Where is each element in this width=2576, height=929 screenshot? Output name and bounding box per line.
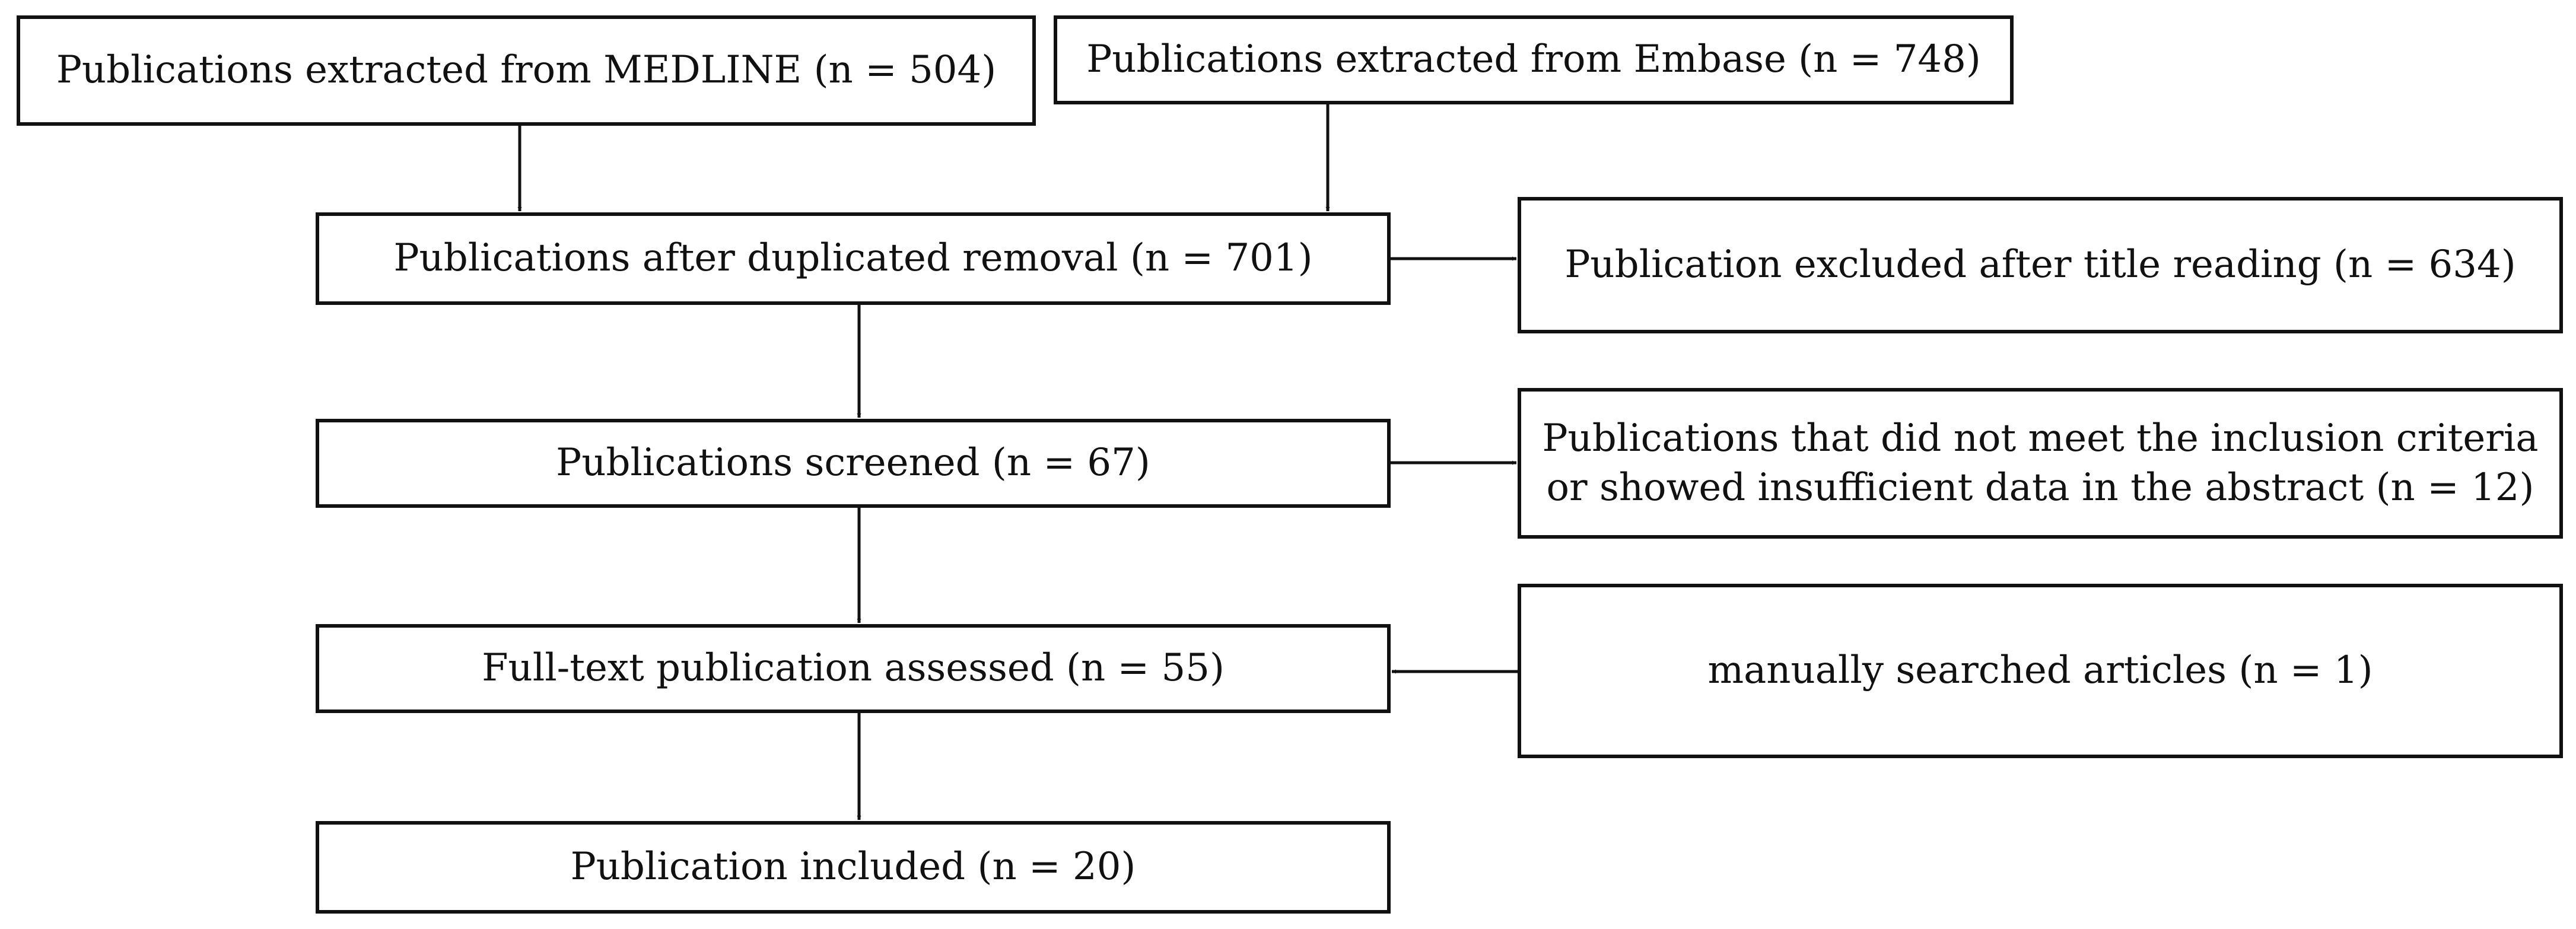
criteria-exclusion-box: Publications that did not meet the inclu… (1518, 388, 2563, 539)
criteria-exclusion-line-1: Publications that did not meet the inclu… (1542, 416, 2539, 460)
embase-label: Publications extracted from Embase (n = … (1086, 37, 1981, 82)
screened-box: Publications screened (n = 67) (316, 419, 1391, 508)
included-box: Publication included (n = 20) (316, 821, 1391, 914)
fulltext-assessed-box: Full-text publication assessed (n = 55) (316, 624, 1391, 713)
deduplication-label: Publications after duplicated removal (n… (393, 236, 1313, 281)
manual-search-box: manually searched articles (n = 1) (1518, 584, 2563, 758)
criteria-exclusion-line-2: or showed insufficient data in the abstr… (1546, 466, 2534, 510)
fulltext-assessed-label: Full-text publication assessed (n = 55) (482, 646, 1225, 691)
medline-box: Publications extracted from MEDLINE (n =… (17, 15, 1036, 126)
included-label: Publication included (n = 20) (570, 845, 1136, 889)
manual-search-label: manually searched articles (n = 1) (1707, 648, 2373, 693)
medline-label: Publications extracted from MEDLINE (n =… (56, 48, 997, 93)
title-exclusion-label: Publication excluded after title reading… (1564, 243, 2516, 287)
screened-label: Publications screened (n = 67) (556, 441, 1150, 485)
embase-box: Publications extracted from Embase (n = … (1054, 15, 2014, 104)
title-exclusion-box: Publication excluded after title reading… (1518, 197, 2563, 333)
criteria-exclusion-label: Publications that did not meet the inclu… (1542, 414, 2538, 513)
deduplication-box: Publications after duplicated removal (n… (316, 212, 1391, 305)
